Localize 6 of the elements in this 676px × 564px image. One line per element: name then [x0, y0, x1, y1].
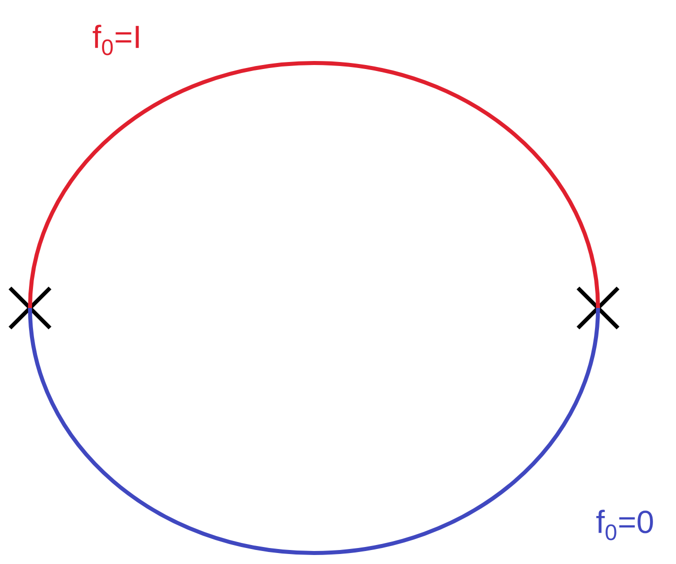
- edge-label: f$_{0}$=I: [92, 24, 139, 56]
- arc: [28, 308, 600, 555]
- arc: [28, 61, 600, 308]
- cross-mark: [8, 286, 52, 330]
- edge-label: f$_{0}$=0: [596, 510, 653, 540]
- cross-mark: [576, 286, 620, 330]
